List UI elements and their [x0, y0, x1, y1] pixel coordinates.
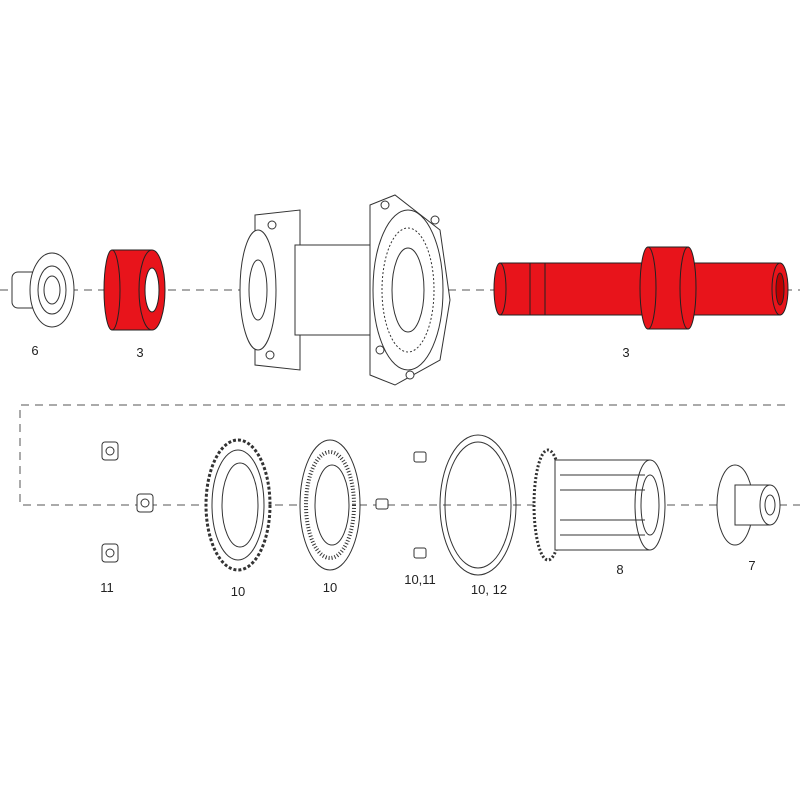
callout-label: 10	[230, 584, 246, 599]
callout-label: 7	[748, 558, 756, 573]
callout-label: 11	[100, 580, 114, 595]
callout-label: 8	[616, 562, 624, 577]
needle-bearing-ring	[299, 439, 361, 571]
callout-label: 3	[622, 345, 630, 360]
callout-label: 10	[322, 580, 338, 595]
end-cap-right	[716, 464, 781, 546]
seal-ring	[439, 434, 517, 576]
callout-label: 10, 12	[470, 582, 508, 597]
callout-label: 3	[136, 345, 144, 360]
callout-label: 6	[31, 343, 39, 358]
ratchet-ring	[204, 438, 272, 572]
lower-axis-path	[19, 404, 800, 506]
freehub-body	[532, 448, 666, 562]
nuts	[101, 441, 154, 563]
callout-label: 10,11	[404, 572, 436, 587]
hub-shell	[239, 194, 451, 386]
axle-highlighted	[493, 246, 789, 330]
pins	[375, 451, 427, 559]
end-cap-left	[11, 252, 75, 328]
bearing-highlighted	[103, 249, 166, 331]
